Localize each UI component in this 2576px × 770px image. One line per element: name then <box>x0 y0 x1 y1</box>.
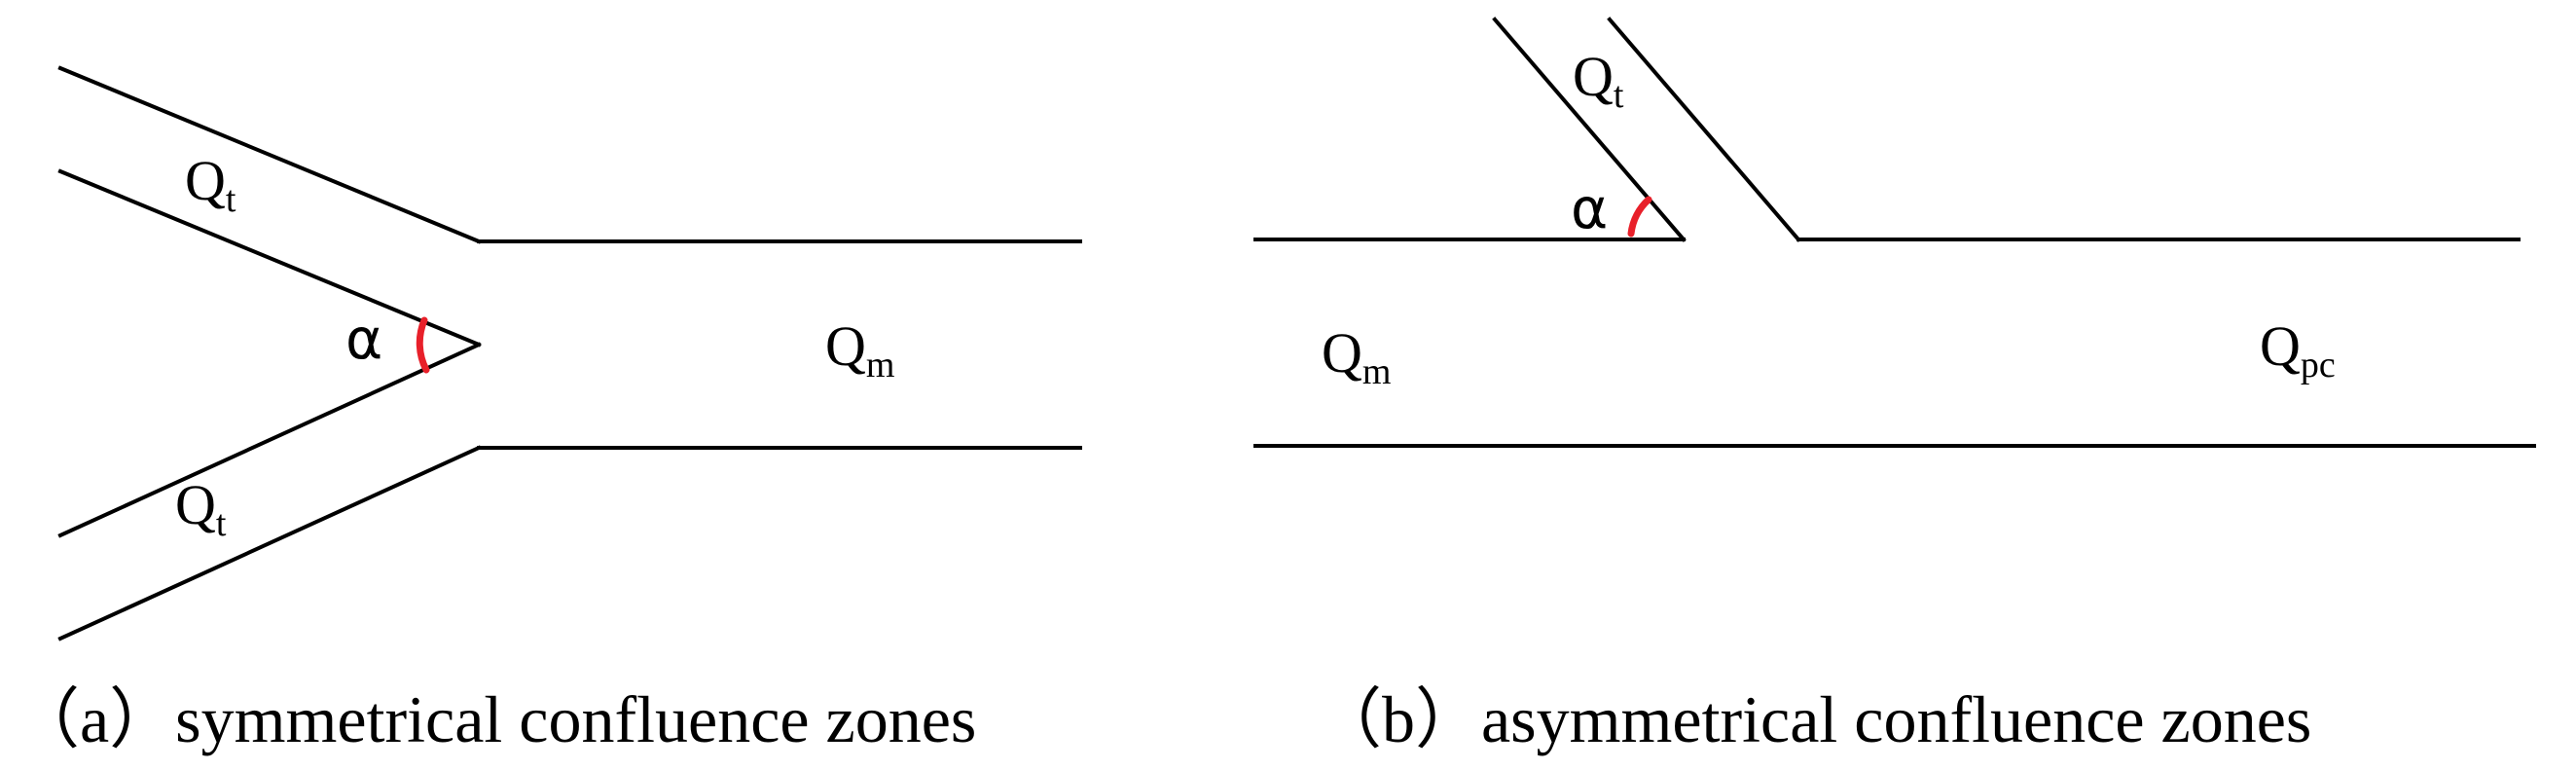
a-angle-label: α <box>345 306 382 372</box>
a-caption: （a）symmetrical confluence zones <box>14 682 976 756</box>
a-lower-tributary-outer-wall <box>57 445 482 642</box>
b-tributary-right-wall <box>1607 17 1801 242</box>
b-caption: （b）asymmetrical confluence zones <box>1316 682 2311 756</box>
b-tributary-left-wall <box>1492 17 1687 242</box>
b-tributary-label: Qt <box>1573 45 1624 116</box>
a-upper-tributary-outer-wall <box>57 65 482 244</box>
a-main-channel-label: Qm <box>825 314 894 385</box>
b-upstream-main-label: Qm <box>1322 321 1391 392</box>
b-downstream-main-label: Qpc <box>2260 314 2336 385</box>
a-lower-tributary-inner-wall <box>57 342 482 538</box>
a-lower-tributary-label: Qt <box>175 473 227 544</box>
a-angle-arc <box>416 316 430 374</box>
b-angle-label: α <box>1571 175 1608 241</box>
b-angle-arc <box>1627 196 1652 238</box>
a-upper-tributary-label: Qt <box>185 149 236 220</box>
a-upper-tributary-inner-wall <box>57 168 482 348</box>
panel-b-asymmetrical: Qt Qm Qpc α （b）asymmetrical confluence z… <box>1253 17 2536 756</box>
panel-a-symmetrical: Qt Qt Qm α （a）symmetrical confluence zon… <box>14 65 1082 756</box>
